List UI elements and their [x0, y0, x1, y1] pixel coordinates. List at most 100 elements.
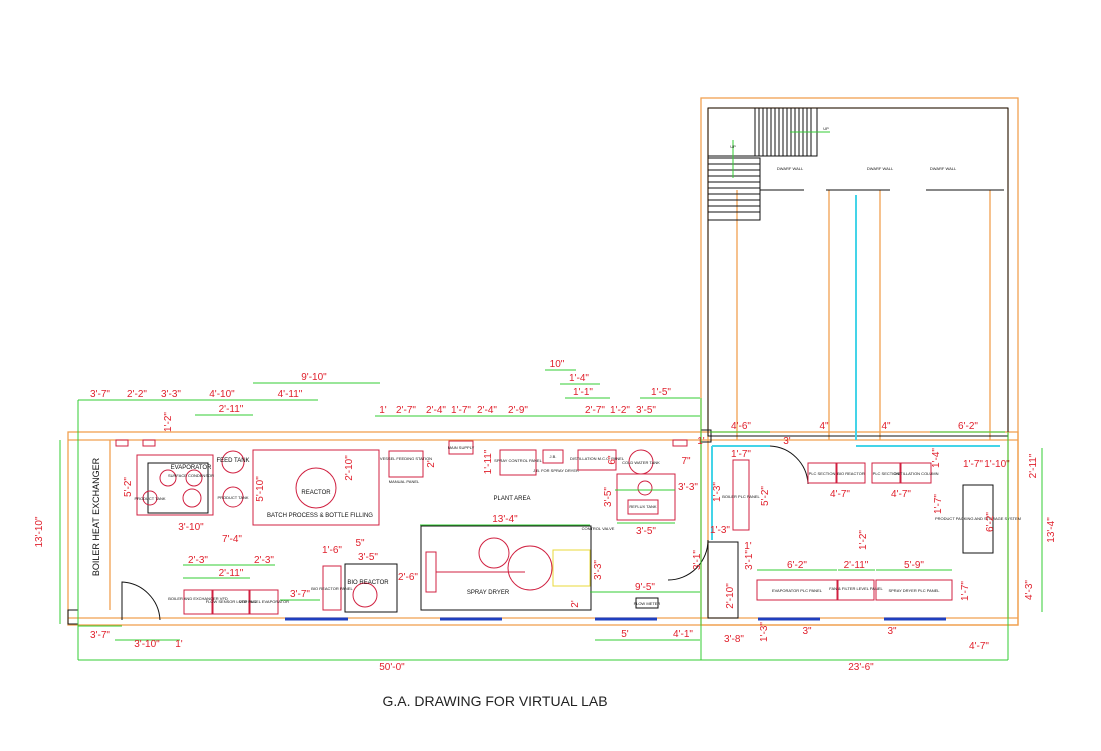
- dim-label: 3'-7": [290, 589, 310, 600]
- dim-label: 3'-3": [161, 389, 181, 400]
- dim-label: 3'-5": [636, 405, 656, 416]
- dim-label: 1'-5": [651, 387, 671, 398]
- reflux-tank-label: REFLUX TANK: [629, 504, 657, 509]
- dim-label: 1'-7": [963, 459, 983, 470]
- dim-label: 13'-4": [492, 514, 518, 525]
- dim-label: 1': [175, 639, 183, 650]
- dim-label: 23'-6": [848, 662, 874, 673]
- vessel-feeding-label: VESSEL FEEDING STATION: [380, 456, 432, 461]
- dim-label: 1'-1": [573, 387, 593, 398]
- dim-label: 2'-10": [725, 583, 736, 609]
- dim-label: 4'-3": [1024, 580, 1035, 600]
- dim-label: 2'-2": [127, 389, 147, 400]
- flow-sensor-label: FLOW SENSOR LOOP PLC: [206, 599, 257, 604]
- dim-label: 3'-10": [178, 522, 204, 533]
- dim-label: 1'-7": [960, 581, 971, 601]
- dim-label: 1'-7": [451, 405, 471, 416]
- dim-label: 1'-3": [712, 482, 723, 502]
- dim-label: 3'-3": [593, 560, 604, 580]
- flow-meter-label: FLOW METER: [634, 601, 661, 606]
- dim-label: 3": [802, 626, 812, 637]
- dim-label: 2': [570, 600, 581, 608]
- feed-tank-label: FEED TANK: [216, 458, 249, 464]
- dim-label: 5'-10": [255, 476, 266, 502]
- dim-label: 1': [379, 405, 387, 416]
- dim-label: 5'-2": [760, 486, 771, 506]
- dim-label: 6'-2": [958, 421, 978, 432]
- reactor-label: REACTOR: [301, 490, 331, 496]
- dim-label: 2'-4": [477, 405, 497, 416]
- dim-label: 3'-5": [636, 526, 656, 537]
- product-tank-label-1: PRODUCT TANK: [134, 496, 165, 501]
- jb-spray-label: J.B. FOR SPRAY DRYER: [533, 468, 579, 473]
- dim-label: 4'-11": [278, 389, 303, 400]
- dim-label: 3'-10": [134, 639, 160, 650]
- dim-label: 3'-5": [358, 552, 378, 563]
- dim-label: 2'-9": [508, 405, 528, 416]
- dim-label: 3'-8": [724, 634, 744, 645]
- plant-area-label: PLANT AREA: [494, 496, 531, 502]
- dim-label: 2': [426, 460, 437, 468]
- dim-label: 2'-6": [398, 572, 418, 583]
- bio-reactor-panel-label: BIO REACTOR PANEL: [311, 586, 353, 591]
- up-label: UP: [730, 144, 736, 149]
- boiler-plc-label: BOILER PLC PANEL: [722, 494, 760, 499]
- dim-label: 3'-1": [744, 550, 755, 570]
- manual-panel-label: MANUAL PANEL: [389, 479, 420, 484]
- dim-label: 2'-11": [219, 568, 244, 579]
- dim-label: 13'-4": [1046, 517, 1057, 543]
- dim-label: 2'-4": [426, 405, 446, 416]
- spray-control-label: SPRAY CONTROL PANEL: [494, 458, 542, 463]
- dim-label: 1': [744, 541, 752, 552]
- dim-label: 4'-1": [673, 629, 693, 640]
- dim-label: 1'-3": [759, 622, 770, 642]
- dim-label: 3'-5": [603, 487, 614, 507]
- product-tank-label-2: PRODUCT TANK: [217, 495, 248, 500]
- dim-label: 1'-4": [931, 448, 942, 468]
- dim-label: 6'-2": [985, 512, 996, 532]
- building-walls: [67, 97, 1019, 626]
- dim-label: 3'-7": [90, 630, 110, 641]
- dim-label: 6": [607, 455, 618, 465]
- dim-label: 4'-7": [830, 489, 850, 500]
- dim-label: 4": [819, 421, 829, 432]
- dim-label: 3': [783, 436, 791, 447]
- product-packing-label: PRODUCT PACKING AND STORAGE SYSTEM: [935, 516, 1021, 521]
- dim-label: 3'-1": [692, 550, 703, 570]
- dim-label: 1'-2": [858, 530, 869, 550]
- dim-label: 1'-2": [610, 405, 630, 416]
- bio-reactor-label: BIO REACTOR: [347, 580, 389, 586]
- dim-label: 3'-7": [90, 389, 110, 400]
- dimension-labels: 3'-7" 2'-2" 3'-3" 4'-10" 9'-10" 10" 1'-4…: [34, 359, 1057, 673]
- bio-reactor-plc-label: BIO REACTOR: [837, 471, 865, 476]
- dim-label: 2'-7": [396, 405, 416, 416]
- dim-label: 13'-10": [34, 516, 45, 547]
- cyan-pipes: [711, 195, 1000, 540]
- distillation-column-label: DISTILLATION COLUMN: [893, 471, 938, 476]
- dim-label: 4'-7": [891, 489, 911, 500]
- dim-label: 5'-9": [904, 560, 924, 571]
- dim-label: 6'-2": [787, 560, 807, 571]
- dim-label: 5'-2": [123, 477, 134, 497]
- batch-process-label: BATCH PROCESS & BOTTLE FILLING: [267, 513, 373, 519]
- drawing-title: G.A. DRAWING FOR VIRTUAL LAB: [382, 693, 607, 709]
- dwarf-walls: DWARF WALL DWARF WALL DWARF WALL: [760, 166, 1004, 191]
- dwarf-wall-label-2: DWARF WALL: [867, 166, 894, 171]
- dim-label: 1'-2": [163, 412, 174, 432]
- dim-label: 1'-3": [710, 525, 730, 536]
- dim-label: 4'-7": [969, 641, 989, 652]
- evaporator-plc-label: EVAPORATOR PLC PANEL: [772, 588, 823, 593]
- spray-dryer-label: SPRAY DRYER: [467, 590, 510, 596]
- fan-filter-label: FAN & FILTER LEVEL PANEL: [829, 586, 883, 591]
- dwarf-wall-label-1: DWARF WALL: [777, 166, 804, 171]
- dim-label: 1'-10": [984, 459, 1010, 470]
- up-label-2: UP: [823, 126, 829, 131]
- boiler-heat-exchanger-label: BOILER HEAT EXCHANGER: [91, 457, 101, 576]
- dim-label: 9'-10": [301, 372, 327, 383]
- control-valve-label: CONTROL VALVE: [582, 526, 615, 531]
- dim-label: 1'-11": [483, 449, 494, 474]
- staircase: UP UP: [707, 107, 830, 221]
- dim-label: 1'-7": [731, 449, 751, 460]
- dim-label: 1': [697, 436, 705, 447]
